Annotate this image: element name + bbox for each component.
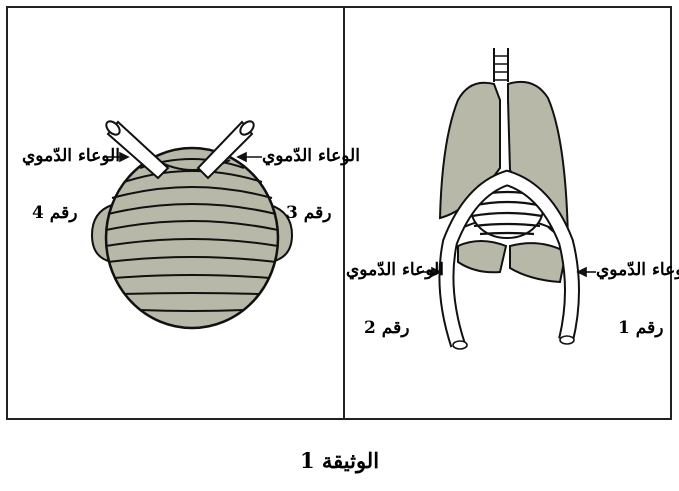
label-vessel-left-b: الوعاء الدّموي xyxy=(262,146,360,166)
label-num3: رقم 3 xyxy=(286,203,331,223)
label-vessel-right-b: الوعاء الدّموي xyxy=(596,260,679,280)
label-vessel-right-a: الوعاء الدّموي xyxy=(346,260,444,280)
right-organ xyxy=(420,48,596,349)
label-vessel-left-a: الوعاء الدّموي xyxy=(22,146,120,166)
label-num4: رقم 4 xyxy=(32,203,77,223)
document-caption: الوثيقة 1 xyxy=(0,448,679,473)
label-num1: رقم 1 xyxy=(618,318,663,338)
label-num2: رقم 2 xyxy=(364,318,409,338)
